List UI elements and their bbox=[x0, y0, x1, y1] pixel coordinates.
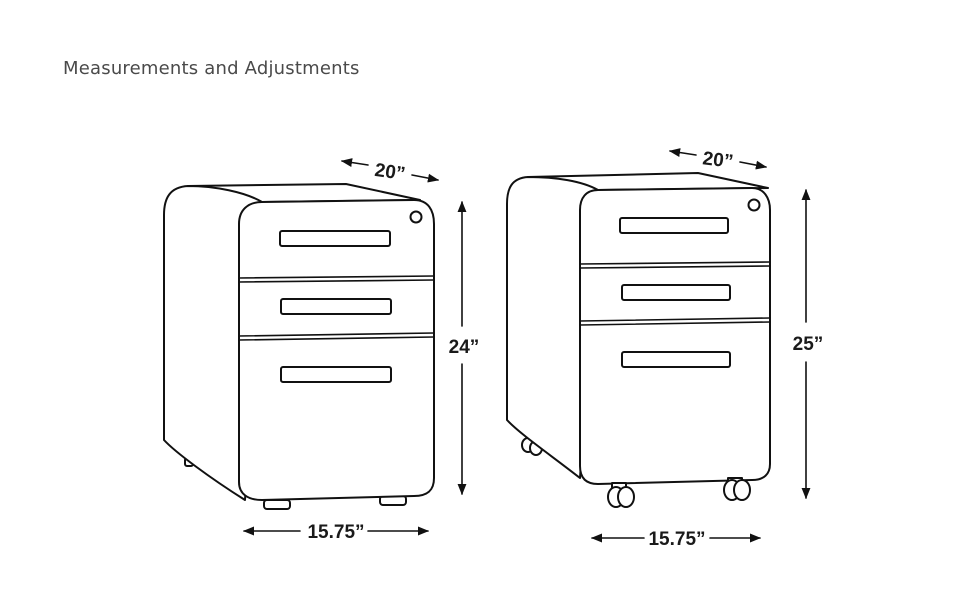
drawer-handle-middle bbox=[621, 284, 731, 301]
cabinet-right-width-label: 15.75” bbox=[648, 529, 705, 550]
cabinet-left-height-label: 24” bbox=[449, 337, 480, 358]
drawer-divider-2 bbox=[238, 332, 435, 337]
cabinet-right-height-label: 25” bbox=[793, 334, 824, 355]
cabinet-right bbox=[506, 172, 771, 508]
lock-icon bbox=[747, 198, 761, 212]
lock-icon bbox=[409, 210, 423, 224]
cabinet-left-front bbox=[238, 199, 435, 501]
foot-front-left bbox=[263, 499, 291, 510]
cabinet-left-width-label: 15.75” bbox=[307, 522, 364, 543]
drawer-handle-top bbox=[279, 230, 391, 247]
cabinet-left bbox=[163, 183, 435, 510]
drawer-handle-middle bbox=[280, 298, 392, 315]
drawer-handle-top bbox=[619, 217, 729, 234]
drawer-handle-bottom bbox=[280, 366, 392, 383]
cabinet-left-dimensions: 20” 24” 15.75” bbox=[242, 158, 480, 543]
cabinet-right-side-panel bbox=[506, 176, 599, 479]
page-title: Measurements and Adjustments bbox=[63, 58, 360, 79]
cabinet-right-dimensions: 20” 25” 15.75” bbox=[590, 148, 824, 550]
cabinet-left-depth-label: 20” bbox=[373, 160, 406, 185]
drawer-handle-bottom bbox=[621, 351, 731, 368]
drawer-divider-1 bbox=[238, 275, 435, 279]
cabinet-right-depth-label: 20” bbox=[701, 148, 734, 173]
